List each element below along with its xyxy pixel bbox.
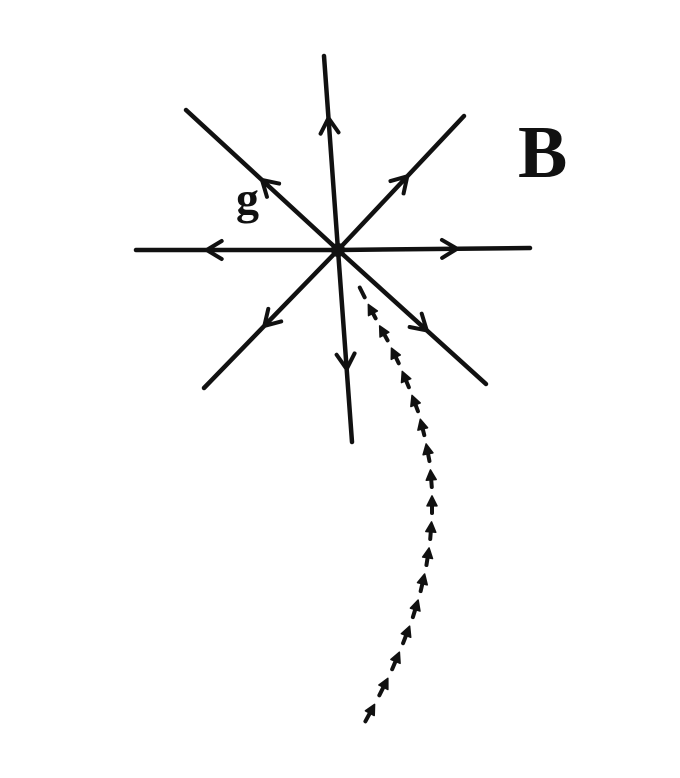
- ray-right: [335, 245, 533, 253]
- trajectory-arrow-icon: [364, 703, 376, 717]
- trajectory-arrow-icon: [421, 547, 434, 560]
- trajectory-arrow-icon: [400, 370, 412, 384]
- ray-down: [335, 247, 355, 445]
- trajectory-arrow-icon: [425, 521, 437, 533]
- ray-up: [321, 53, 341, 253]
- ray-down-arrow-icon: [334, 351, 357, 372]
- trajectory-arrow-icon: [390, 651, 401, 665]
- trajectory-arrow-icon: [425, 469, 437, 481]
- ray-upper-left-arrow-icon: [260, 178, 282, 199]
- trajectory-arrow-icon: [422, 443, 434, 456]
- trajectory-arrow-icon: [426, 495, 438, 507]
- ray-lower-left-arrow-icon: [262, 306, 284, 328]
- field-label-g: g: [236, 173, 259, 224]
- trajectory-arrow-icon: [378, 677, 389, 691]
- ray-lower-left: [201, 247, 341, 391]
- trajectory-arrow-icon: [409, 599, 421, 612]
- ray-lower-right-arrow-icon: [407, 311, 429, 333]
- trajectory-dash: [357, 285, 367, 300]
- field-lines: [133, 53, 533, 445]
- ray-left-arrow-icon: [204, 239, 224, 261]
- ray-upper-right-arrow-icon: [388, 174, 410, 196]
- trajectory-arrow-icon: [400, 625, 412, 639]
- source-point: [331, 243, 345, 257]
- trajectory-arrow-icon: [416, 573, 428, 586]
- trajectory-arrow-icon: [390, 347, 402, 361]
- trajectory-arrow-icon: [367, 303, 379, 317]
- trajectory-arrow-icon: [410, 394, 421, 408]
- ray-upper-right: [335, 113, 467, 253]
- ray-right-arrow-icon: [439, 237, 460, 260]
- panel-label-b: B: [518, 112, 568, 194]
- trajectory-arrow-icon: [417, 418, 429, 431]
- trajectory-arrow-icon: [378, 325, 390, 338]
- ray-lower-right: [335, 247, 489, 387]
- ray-up-arrow-icon: [318, 116, 341, 136]
- dashed-trajectory: [357, 285, 438, 724]
